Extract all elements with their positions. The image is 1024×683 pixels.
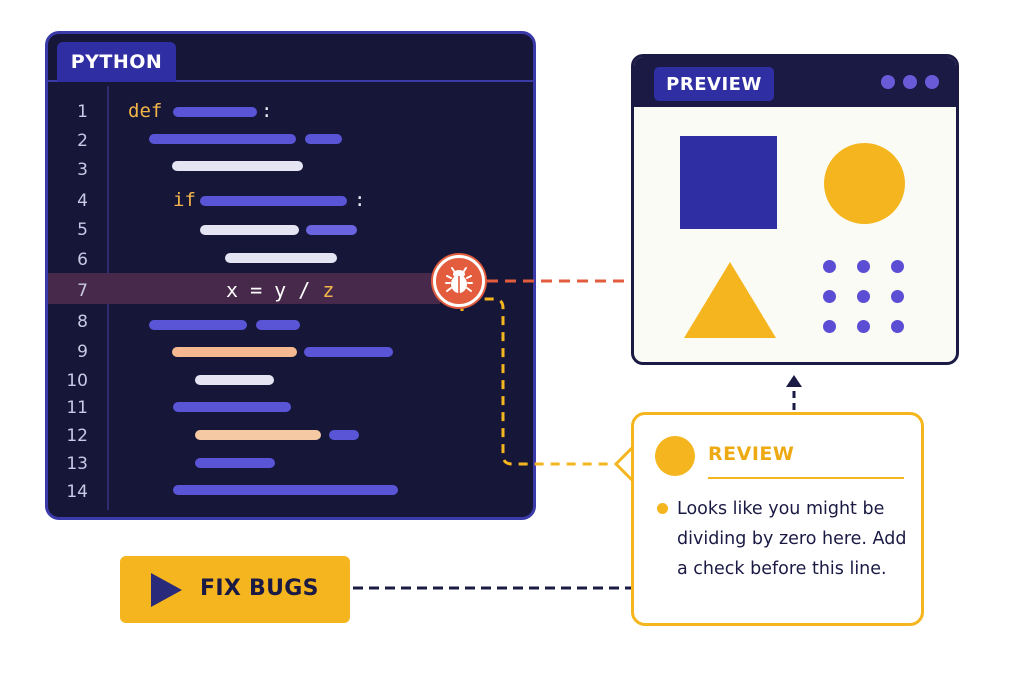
code-placeholder xyxy=(304,347,393,357)
line-number: 6 xyxy=(77,250,88,270)
expression-divisor: z xyxy=(322,278,335,302)
fix-bugs-label: FIX BUGS xyxy=(200,576,319,601)
code-placeholder xyxy=(195,375,274,385)
code-placeholder xyxy=(172,161,303,171)
preview-dot-shape xyxy=(857,290,870,303)
code-colon: : xyxy=(354,189,366,211)
window-dot-icon[interactable] xyxy=(925,75,939,89)
line-number: 3 xyxy=(77,160,88,180)
line-number: 5 xyxy=(77,220,88,240)
expression-text: x = y / xyxy=(226,278,323,302)
preview-dot-shape xyxy=(823,260,836,273)
error-line-highlight xyxy=(48,273,440,304)
window-dot-icon[interactable] xyxy=(903,75,917,89)
code-colon: : xyxy=(261,100,273,122)
preview-triangle-shape xyxy=(684,262,776,338)
arrow-up-icon xyxy=(786,375,802,387)
bullet-icon xyxy=(657,503,668,514)
preview-dot-shape xyxy=(891,320,904,333)
line-number: 14 xyxy=(66,482,88,502)
line-number: 13 xyxy=(66,454,88,474)
code-placeholder xyxy=(195,458,275,468)
preview-dot-shape xyxy=(823,290,836,303)
review-message: Looks like you might be dividing by zero… xyxy=(677,499,907,579)
line-number: 7 xyxy=(77,281,88,301)
tab-python[interactable]: PYTHON xyxy=(57,42,176,82)
window-dot-icon[interactable] xyxy=(881,75,895,89)
code-placeholder xyxy=(149,134,296,144)
code-placeholder xyxy=(173,402,291,412)
code-placeholder xyxy=(306,225,357,235)
review-divider xyxy=(708,477,904,479)
code-placeholder xyxy=(256,320,300,330)
preview-window: PREVIEW xyxy=(631,54,959,365)
code-placeholder xyxy=(173,107,257,117)
reviewer-avatar xyxy=(655,436,695,476)
code-placeholder xyxy=(149,320,247,330)
play-icon xyxy=(151,573,182,607)
editor-header: PYTHON xyxy=(48,34,533,82)
code-placeholder xyxy=(200,225,299,235)
preview-circle-shape xyxy=(824,143,905,224)
fix-bugs-button[interactable]: FIX BUGS xyxy=(120,556,350,623)
line-number: 10 xyxy=(66,371,88,391)
code-placeholder xyxy=(195,430,321,440)
review-comment-card: REVIEW Looks like you might be dividing … xyxy=(631,412,924,626)
preview-dot-shape xyxy=(823,320,836,333)
line-number: 4 xyxy=(77,191,88,211)
line-number: 2 xyxy=(77,131,88,151)
tab-preview[interactable]: PREVIEW xyxy=(654,67,774,101)
line-number: 8 xyxy=(77,312,88,332)
keyword-if: if xyxy=(173,189,196,211)
line-number: 1 xyxy=(77,102,88,122)
line-number: 12 xyxy=(66,426,88,446)
line-number: 11 xyxy=(66,398,88,418)
division-expression: x = y / z xyxy=(226,279,334,301)
code-placeholder xyxy=(172,347,297,357)
preview-dot-shape xyxy=(891,290,904,303)
bug-icon xyxy=(445,267,473,293)
preview-dot-shape xyxy=(857,320,870,333)
code-placeholder xyxy=(200,196,347,206)
preview-square-shape xyxy=(680,136,777,229)
code-placeholder xyxy=(329,430,359,440)
preview-dot-shape xyxy=(891,260,904,273)
code-placeholder xyxy=(173,485,398,495)
bug-badge[interactable] xyxy=(433,255,485,307)
keyword-def: def xyxy=(128,100,163,122)
preview-header: PREVIEW xyxy=(634,57,956,107)
code-placeholder xyxy=(225,253,337,263)
code-placeholder xyxy=(305,134,342,144)
preview-dot-shape xyxy=(857,260,870,273)
line-number: 9 xyxy=(77,342,88,362)
review-pointer xyxy=(614,446,636,482)
review-title: REVIEW xyxy=(708,443,795,465)
